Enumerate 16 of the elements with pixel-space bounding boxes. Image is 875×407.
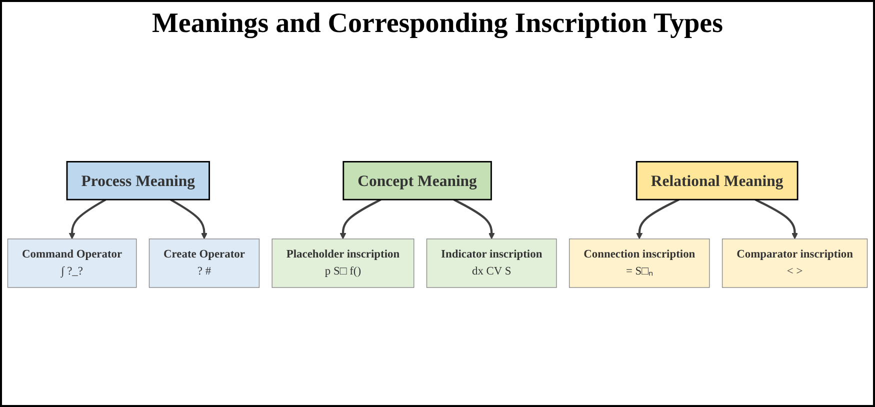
node-box: Process Meaning [66, 160, 210, 200]
node-box: Concept Meaning [342, 160, 492, 200]
arrow [636, 198, 680, 240]
arrow [340, 198, 382, 240]
node-box: Connection inscription = S□ₙ [568, 238, 710, 288]
node-box: Command Operator ∫ ?_? [7, 238, 137, 288]
node-box: Placeholder inscription p S□ f() [272, 238, 414, 288]
node-box: Relational Meaning [636, 160, 798, 200]
node-box: Comparator inscription < > [722, 238, 868, 288]
arrow [68, 198, 106, 240]
arrow [754, 198, 798, 240]
arrow [170, 198, 208, 240]
diagram-title: Meanings and Corresponding Inscription Types [152, 8, 724, 40]
arrow [453, 198, 495, 240]
node-box: Create Operator ? # [148, 238, 260, 288]
node-box: Indicator inscription dx CV S [426, 238, 557, 288]
